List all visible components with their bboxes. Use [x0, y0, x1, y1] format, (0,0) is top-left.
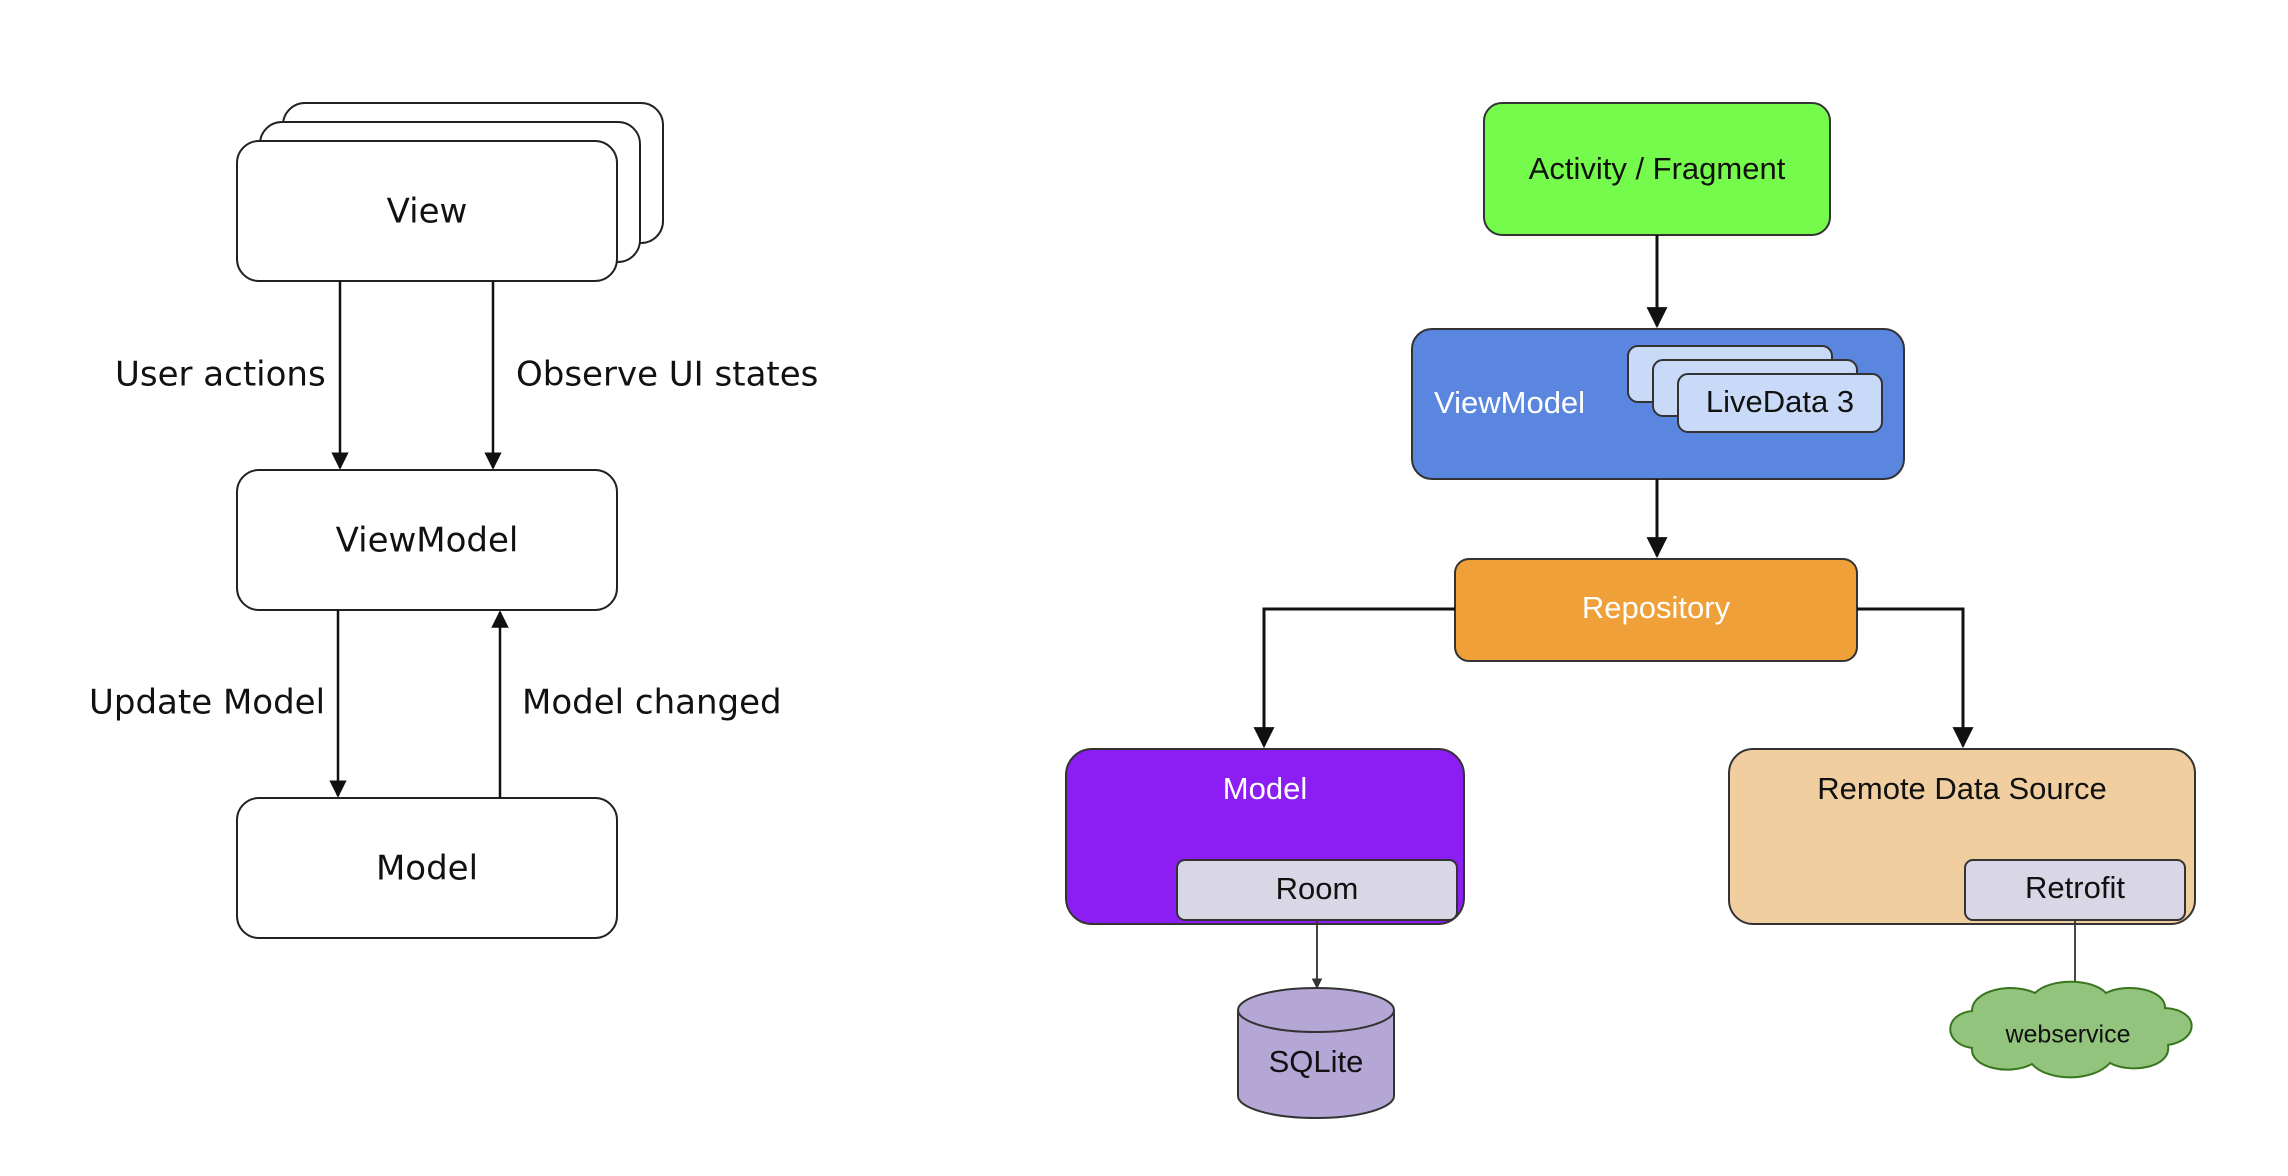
livedata-label: LiveData 3	[1706, 384, 1854, 419]
architecture-diagram: Activity / Fragment ViewModel LiveData 3…	[1065, 102, 2196, 1119]
mvvm-viewmodel-box	[236, 469, 618, 611]
webservice-cloud-icon	[1949, 980, 2193, 1079]
sqlite-database-icon	[1237, 987, 1395, 1119]
retrofit-label: Retrofit	[2025, 870, 2125, 905]
model-changed-label: Model changed	[522, 683, 782, 723]
mvvm-diagram: View ViewModel Model User actions Observ…	[89, 102, 818, 939]
observe-ui-states-label: Observe UI states	[516, 355, 818, 395]
mvvm-viewmodel-label: ViewModel	[336, 521, 519, 561]
repository-to-model-arrow	[1253, 607, 1455, 749]
mvvm-model-box	[236, 797, 618, 939]
view-label: View	[387, 192, 468, 232]
remote-data-source-label: Remote Data Source	[1817, 771, 2106, 806]
repository-to-remote-arrow	[1857, 607, 1974, 749]
sqlite-label: SQLite	[1269, 1044, 1364, 1079]
room-label: Room	[1276, 871, 1359, 906]
update-model-label: Update Model	[89, 683, 325, 723]
arch-viewmodel-label: ViewModel	[1434, 385, 1585, 420]
activity-fragment-label: Activity / Fragment	[1529, 151, 1786, 186]
arch-model-label: Model	[1223, 771, 1307, 806]
view-box	[236, 140, 618, 282]
webservice-label: webservice	[2004, 1021, 2130, 1049]
repository-label: Repository	[1582, 590, 1731, 625]
user-actions-label: User actions	[115, 355, 326, 395]
livedata-card	[1677, 373, 1883, 433]
mvvm-model-label: Model	[376, 849, 478, 889]
